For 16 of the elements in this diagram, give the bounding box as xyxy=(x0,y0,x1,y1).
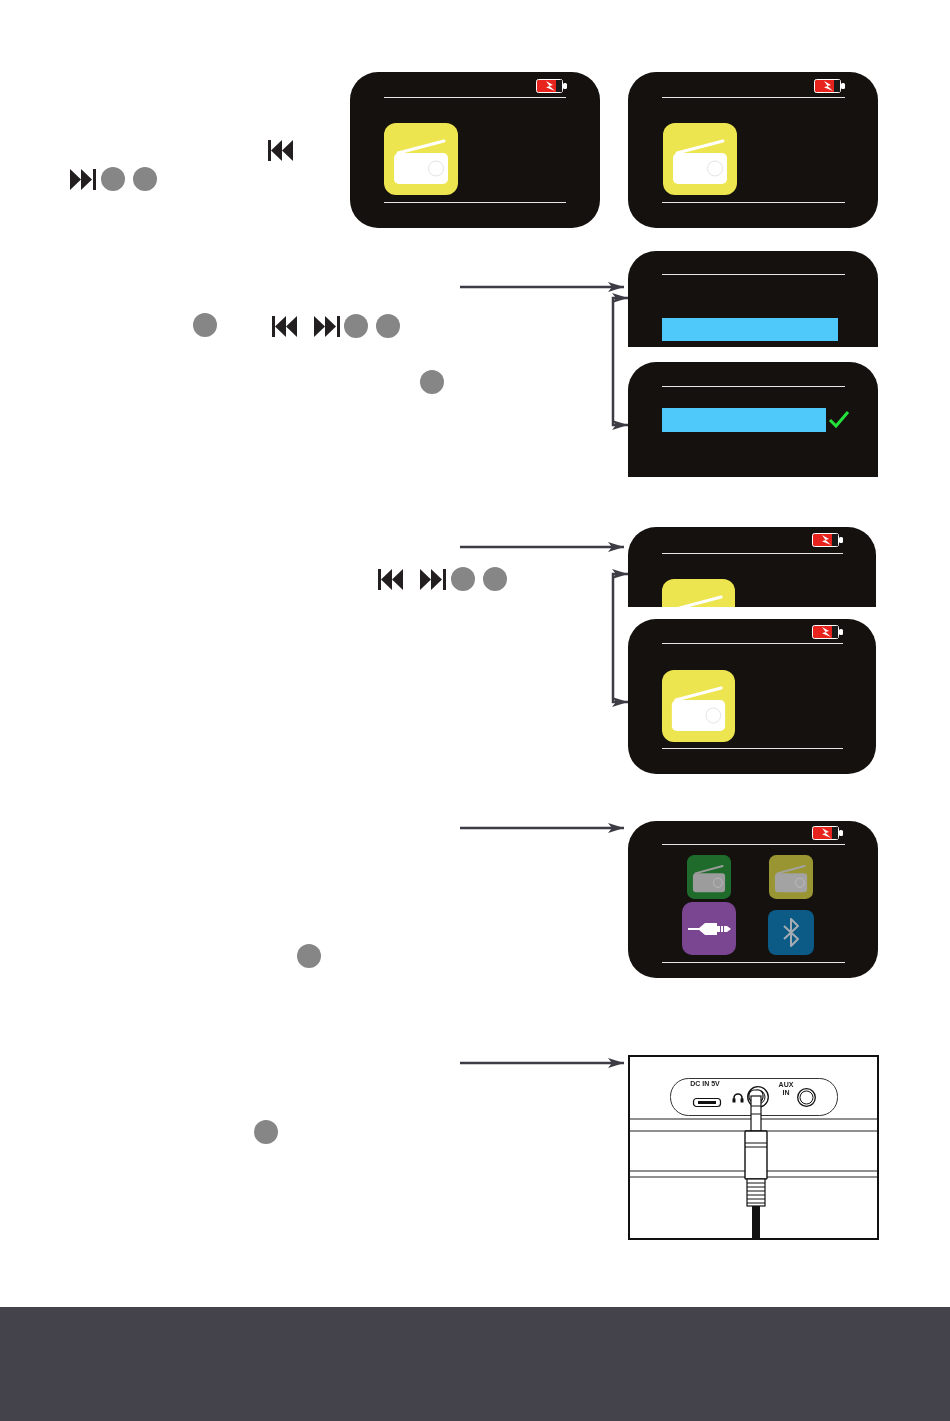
selection-bar xyxy=(662,408,826,432)
port-panel-illustration xyxy=(628,1055,879,1240)
display-screen xyxy=(350,72,600,228)
display-screen xyxy=(628,527,876,607)
arrow xyxy=(460,1058,624,1068)
display-screen xyxy=(628,72,878,228)
arrow xyxy=(460,823,624,833)
bracket-arrow xyxy=(611,293,628,430)
selection-bar xyxy=(662,318,838,341)
arrow xyxy=(460,282,624,292)
arrow xyxy=(460,542,624,552)
display-screen xyxy=(628,362,878,477)
display-screen xyxy=(628,251,878,347)
display-screen xyxy=(628,619,876,774)
menu-screen xyxy=(628,821,878,978)
bracket-arrow xyxy=(611,569,628,707)
